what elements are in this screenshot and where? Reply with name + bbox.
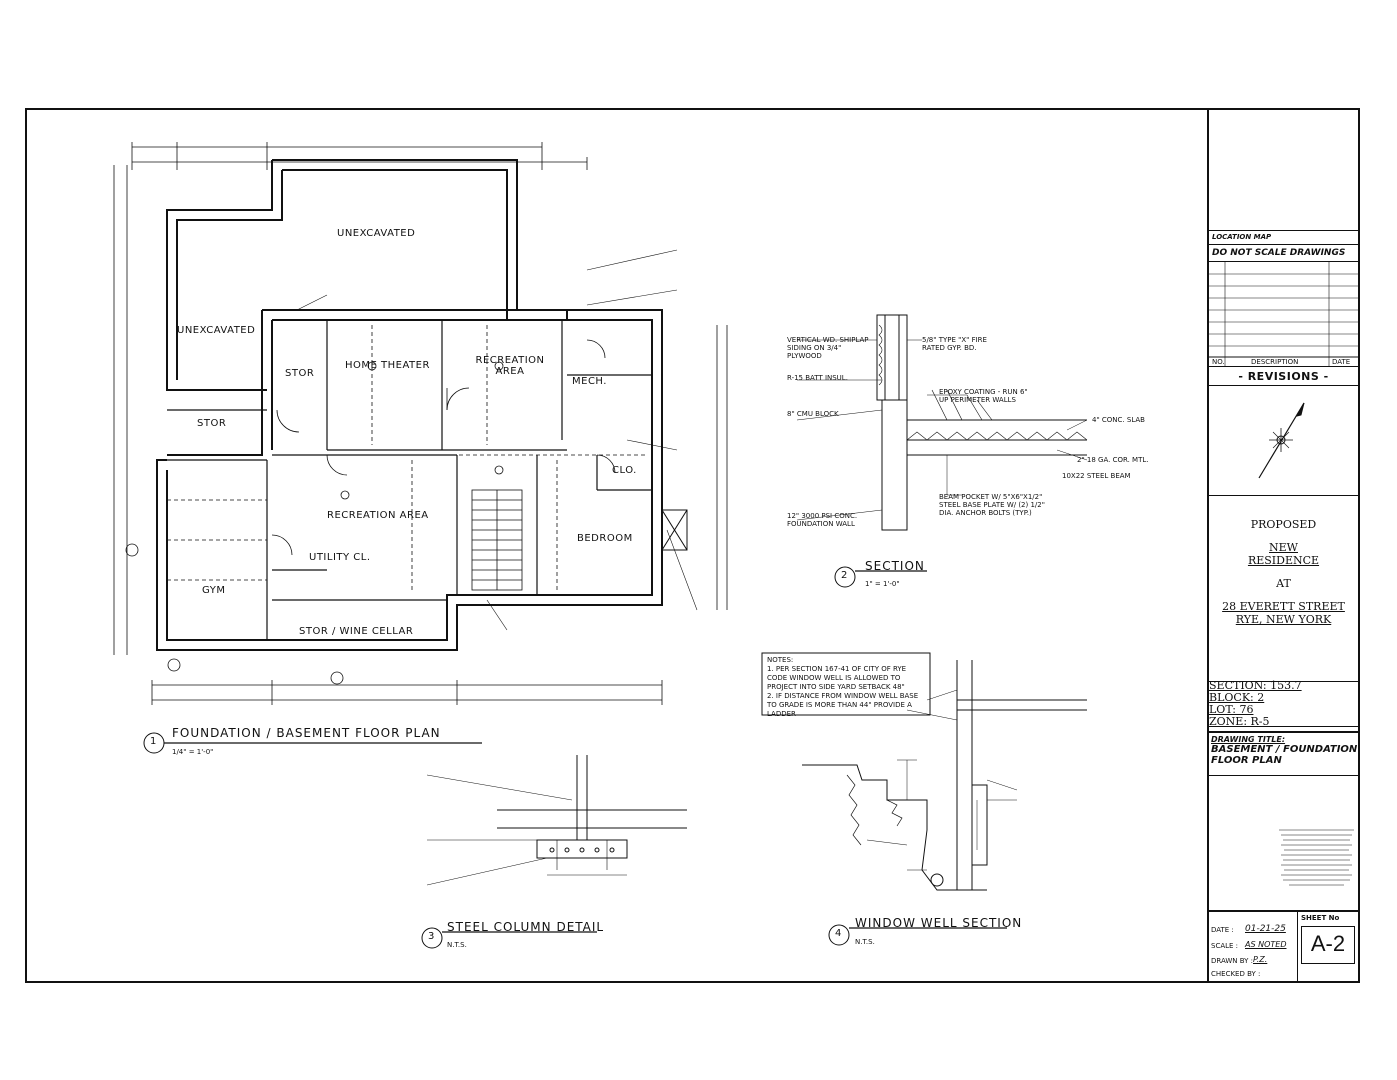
project-info: PROPOSED NEW RESIDENCE AT 28 EVERETT STR… [1209, 495, 1358, 682]
detail-1-number: 1 [150, 736, 157, 747]
sheet-number: A-2 [1301, 926, 1355, 964]
room-unexcavated-top: UNEXCAVATED [337, 228, 416, 239]
detail-3-number: 3 [428, 931, 435, 942]
notes-box: NOTES: 1. PER SECTION 167-41 OF CITY OF … [767, 656, 927, 719]
notes-line-2: 2. IF DISTANCE FROM WINDOW WELL BASE TO … [767, 692, 919, 718]
window-well-linework [802, 660, 1087, 891]
detail-2-number: 2 [841, 570, 848, 581]
scale-value: AS NOTED [1245, 940, 1287, 949]
steel-column-linework [426, 755, 687, 886]
drawing-title-label: DRAWING TITLE: [1211, 735, 1286, 744]
detail-3-bubble [421, 927, 443, 949]
room-utility: UTILITY CL. [309, 552, 371, 563]
detail-2-bubble [834, 566, 856, 588]
room-stor-wine-cellar: STOR / WINE CELLAR [299, 626, 414, 637]
detail-1-title: FOUNDATION / BASEMENT FLOOR PLAN [172, 726, 441, 740]
rev-desc-header: DESCRIPTION [1251, 358, 1299, 366]
revisions-row: - REVISIONS - [1209, 366, 1358, 386]
sheet-no-label: SHEET No [1301, 914, 1340, 922]
revisions-label: - REVISIONS - [1238, 370, 1329, 383]
tax-map-info: SECTION: 153.7 BLOCK: 2 LOT: 76 ZONE: R-… [1209, 677, 1358, 728]
title-block: LOCATION MAP DO NOT SCALE DRAWINGS NO. D… [1207, 110, 1358, 981]
drawing-title-line-2: FLOOR PLAN [1211, 755, 1282, 766]
scale-label: SCALE : [1211, 942, 1239, 950]
room-recreation-area-top: RECREATION AREA [475, 355, 545, 377]
rev-no-header: NO. [1212, 358, 1225, 366]
room-stor-2: STOR [197, 418, 227, 429]
window-well-plan [661, 509, 688, 551]
drawing-sheet: UNEXCAVATED UNEXCAVATED HOME THEATER REC… [25, 108, 1360, 983]
detail-2-scale: 1" = 1'-0" [865, 580, 900, 588]
section-2-linework [796, 314, 1088, 531]
detail-2-title: SECTION [865, 559, 925, 573]
room-gym: GYM [202, 585, 226, 596]
section-value: SECTION: 153.7 [1209, 679, 1302, 692]
zone-value: ZONE: R-5 [1209, 715, 1270, 728]
sheet-meta: DATE : 01-21-25 SCALE : AS NOTED DRAWN B… [1209, 912, 1298, 981]
do-not-scale-label: DO NOT SCALE DRAWINGS [1212, 248, 1346, 258]
sheet-info: DATE : 01-21-25 SCALE : AS NOTED DRAWN B… [1209, 910, 1358, 981]
section-note-insulation: R-15 BATT INSUL. [787, 374, 848, 382]
detail-4-scale: N.T.S. [855, 938, 875, 946]
date-label: DATE : [1211, 926, 1234, 934]
drawing-title-line-1: BASEMENT / FOUNDATION [1211, 744, 1358, 755]
notes-heading: NOTES: [767, 656, 794, 664]
new-residence-line-2: RESIDENCE [1247, 554, 1320, 567]
stair [471, 489, 523, 591]
checked-by-label: CHECKED BY : [1211, 970, 1261, 978]
room-bedroom: BEDROOM [577, 533, 633, 544]
section-note-foundation: 12" 3000 PSI CONC. FOUNDATION WALL [787, 512, 858, 528]
drawing-title-block: DRAWING TITLE: BASEMENT / FOUNDATION FLO… [1209, 731, 1358, 776]
section-note-gyp: 5/8" TYPE "X" FIRE RATED GYP. BD. [922, 336, 987, 352]
detail-4-title: WINDOW WELL SECTION [855, 916, 1023, 930]
room-unexcavated-left: UNEXCAVATED [177, 325, 256, 336]
north-arrow-icon [1258, 402, 1305, 479]
lot-value: LOT: 76 [1209, 703, 1254, 716]
door-swings [271, 339, 616, 556]
detail-3-title: STEEL COLUMN DETAIL [447, 920, 605, 934]
do-not-scale-row: DO NOT SCALE DRAWINGS [1209, 244, 1358, 262]
section-note-cmu: 8" CMU BLOCK [787, 410, 839, 418]
detail-4-number: 4 [835, 928, 842, 939]
rev-date-header: DATE [1332, 358, 1351, 366]
foundation-walls [156, 159, 663, 651]
detail-3-scale: N.T.S. [447, 941, 467, 949]
proposed-label: PROPOSED [1250, 518, 1317, 531]
block-value: BLOCK: 2 [1209, 691, 1265, 704]
steel-beams [167, 325, 647, 590]
section-note-beam-pocket: BEAM POCKET W/ 5"X6"X1/2" STEEL BASE PLA… [939, 493, 1045, 517]
drawn-by-value: P.Z. [1253, 955, 1268, 964]
room-stor-1: STOR [285, 368, 315, 379]
room-recreation-area-main: RECREATION AREA [327, 510, 429, 521]
notes-line-1: 1. PER SECTION 167-41 OF CITY OF RYE COD… [767, 665, 907, 691]
section-note-siding: VERTICAL WD. SHIPLAP SIDING ON 3/4" PLYW… [787, 336, 869, 360]
address-line-2: RYE, NEW YORK [1235, 613, 1332, 626]
drawn-by-label: DRAWN BY : [1211, 957, 1254, 965]
date-value: 01-21-25 [1245, 924, 1286, 934]
detail-1-scale: 1/4" = 1'-0" [172, 748, 214, 756]
leader-lines [296, 249, 698, 631]
address-line-1: 28 EVERETT STREET [1222, 600, 1345, 613]
grid-bubbles [125, 361, 504, 685]
section-note-epoxy: EPOXY COATING - RUN 6" UP PERIMETER WALL… [939, 388, 1028, 404]
plan-linework [113, 142, 1088, 949]
drawing-area: UNEXCAVATED UNEXCAVATED HOME THEATER REC… [27, 110, 1207, 981]
detail-4-bubble [828, 924, 850, 946]
room-clo: CLO. [612, 465, 637, 476]
room-home-theater: HOME THEATER [345, 360, 430, 371]
section-note-slab: 4" CONC. SLAB [1092, 416, 1145, 424]
new-residence-line-1: NEW [1269, 541, 1298, 554]
location-map-row: LOCATION MAP [1209, 230, 1358, 244]
disclaimer-text-block [1279, 829, 1354, 886]
dimension-lines-top [113, 142, 728, 705]
notes-box-frame [761, 652, 931, 716]
revisions-grid [1209, 262, 1358, 366]
section-note-beam: 10X22 STEEL BEAM [1062, 472, 1131, 480]
at-label: AT [1276, 577, 1291, 590]
room-mech: MECH. [572, 376, 607, 387]
section-note-deck: 2" 18 GA. COR. MTL. [1077, 456, 1149, 464]
location-map-label: LOCATION MAP [1212, 233, 1272, 241]
